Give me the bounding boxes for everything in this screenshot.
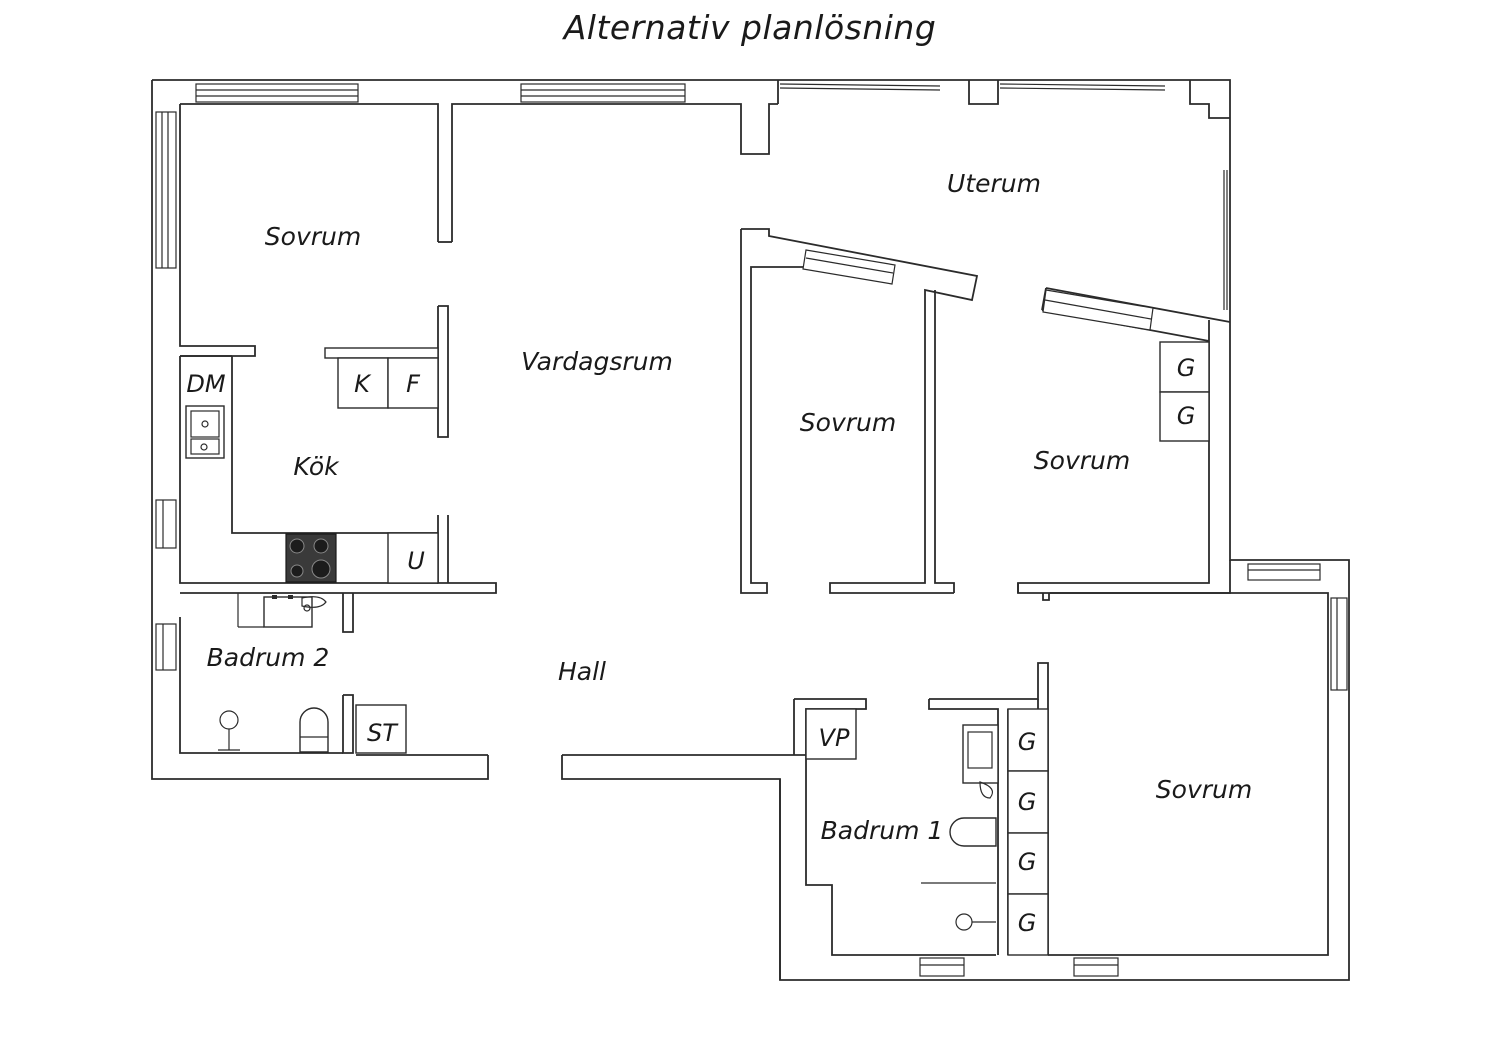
- fixture-label-vp: VP: [819, 724, 850, 752]
- shower-icon: [219, 710, 239, 730]
- fixture-label-g: G: [1018, 848, 1037, 876]
- storage-st-box: [355, 704, 407, 754]
- wardrobes-right: [1159, 341, 1210, 442]
- room-label-sovrum-se: Sovrum: [1156, 775, 1252, 804]
- heater-vp-box: [805, 708, 857, 760]
- fixture-label-u: U: [407, 547, 425, 575]
- bathroom2-fixtures: [218, 593, 407, 754]
- room-label-vardagsrum: Vardagsrum: [521, 347, 673, 376]
- toilet-icon-2: [949, 817, 997, 847]
- fixture-label-g: G: [1018, 909, 1037, 937]
- fixture-label-dm: DM: [186, 370, 225, 398]
- room-label-badrum1: Badrum 1: [821, 816, 944, 845]
- bathroom1-fixtures: [805, 708, 1049, 956]
- windows: [155, 83, 1348, 977]
- washbasin-icon: [263, 596, 313, 628]
- kitchen-fixtures: [185, 347, 439, 584]
- freezer-f-box: [387, 357, 439, 409]
- room-label-hall: Hall: [558, 657, 606, 686]
- outer-walls: [151, 79, 1350, 981]
- room-label-kok: Kök: [293, 452, 340, 481]
- fixture-label-g: G: [1018, 728, 1037, 756]
- fridge-k-box: [337, 357, 389, 409]
- oven-u-box: [387, 532, 439, 584]
- room-label-sovrum-mid: Sovrum: [800, 408, 896, 437]
- fixture-label-g: G: [1177, 402, 1196, 430]
- shower-icon-2: [955, 913, 973, 931]
- room-label-uterum: Uterum: [947, 169, 1041, 198]
- fixture-labels: DM K F U ST VP G G G G G G: [186, 354, 1195, 937]
- toilet-icon: [299, 707, 329, 753]
- plan-title: Alternativ planlösning: [563, 8, 937, 47]
- fixture-label-g: G: [1018, 788, 1037, 816]
- room-label-sovrum-nw: Sovrum: [265, 222, 361, 251]
- room-labels: Sovrum Vardagsrum Uterum Kök Sovrum Sovr…: [207, 169, 1253, 845]
- fixture-label-st: ST: [367, 719, 399, 747]
- interior-walls: [180, 80, 1231, 955]
- fixture-label-k: K: [354, 370, 372, 398]
- fixture-label-f: F: [406, 370, 421, 398]
- room-label-badrum2: Badrum 2: [207, 643, 330, 672]
- room-label-sovrum-right: Sovrum: [1034, 446, 1130, 475]
- fixture-label-g: G: [1177, 354, 1196, 382]
